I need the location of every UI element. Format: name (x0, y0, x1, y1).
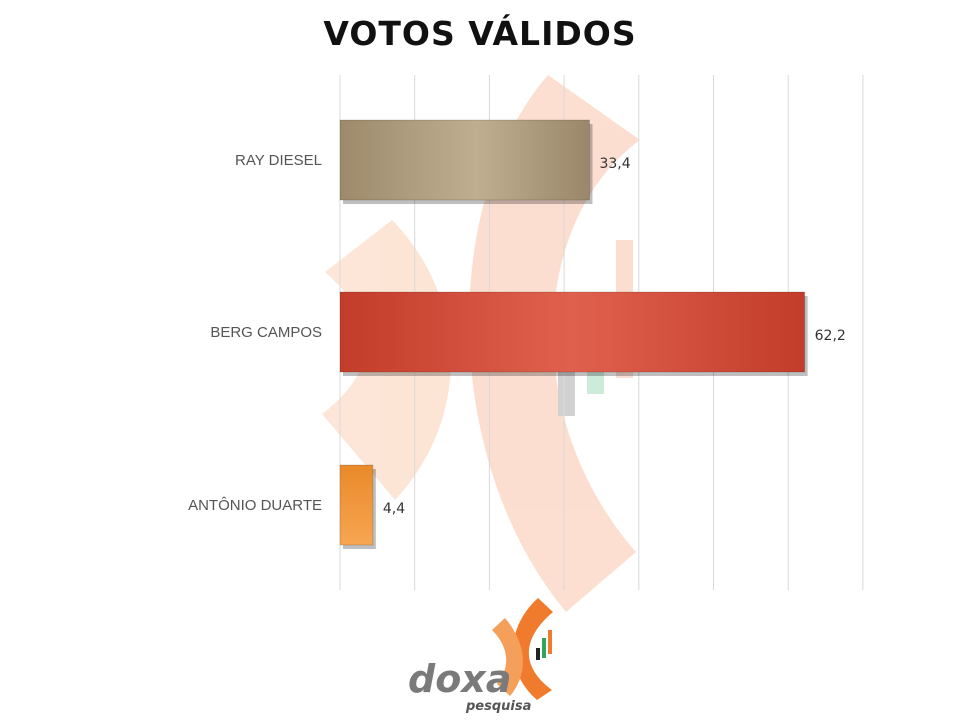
category-labels: RAY DIESEL BERG CAMPOS ANTÔNIO DUARTE (188, 152, 322, 514)
bar (339, 464, 374, 546)
bars (339, 119, 808, 549)
data-label: 4,4 (383, 501, 405, 517)
data-label: 62,2 (815, 328, 846, 344)
bar (339, 291, 806, 373)
category-label: BERG CAMPOS (210, 324, 322, 341)
bar (339, 119, 590, 201)
value-labels: 33,4 62,2 4,4 (383, 156, 846, 517)
category-label: ANTÔNIO DUARTE (188, 497, 322, 514)
chart-title: VOTOS VÁLIDOS (323, 14, 637, 53)
doxa-logo: doxa pesquisa (408, 598, 553, 714)
logo-wordmark: doxa (408, 657, 511, 701)
category-label: RAY DIESEL (235, 152, 322, 169)
logo-subtitle: pesquisa (465, 699, 531, 714)
data-label: 33,4 (599, 156, 630, 172)
